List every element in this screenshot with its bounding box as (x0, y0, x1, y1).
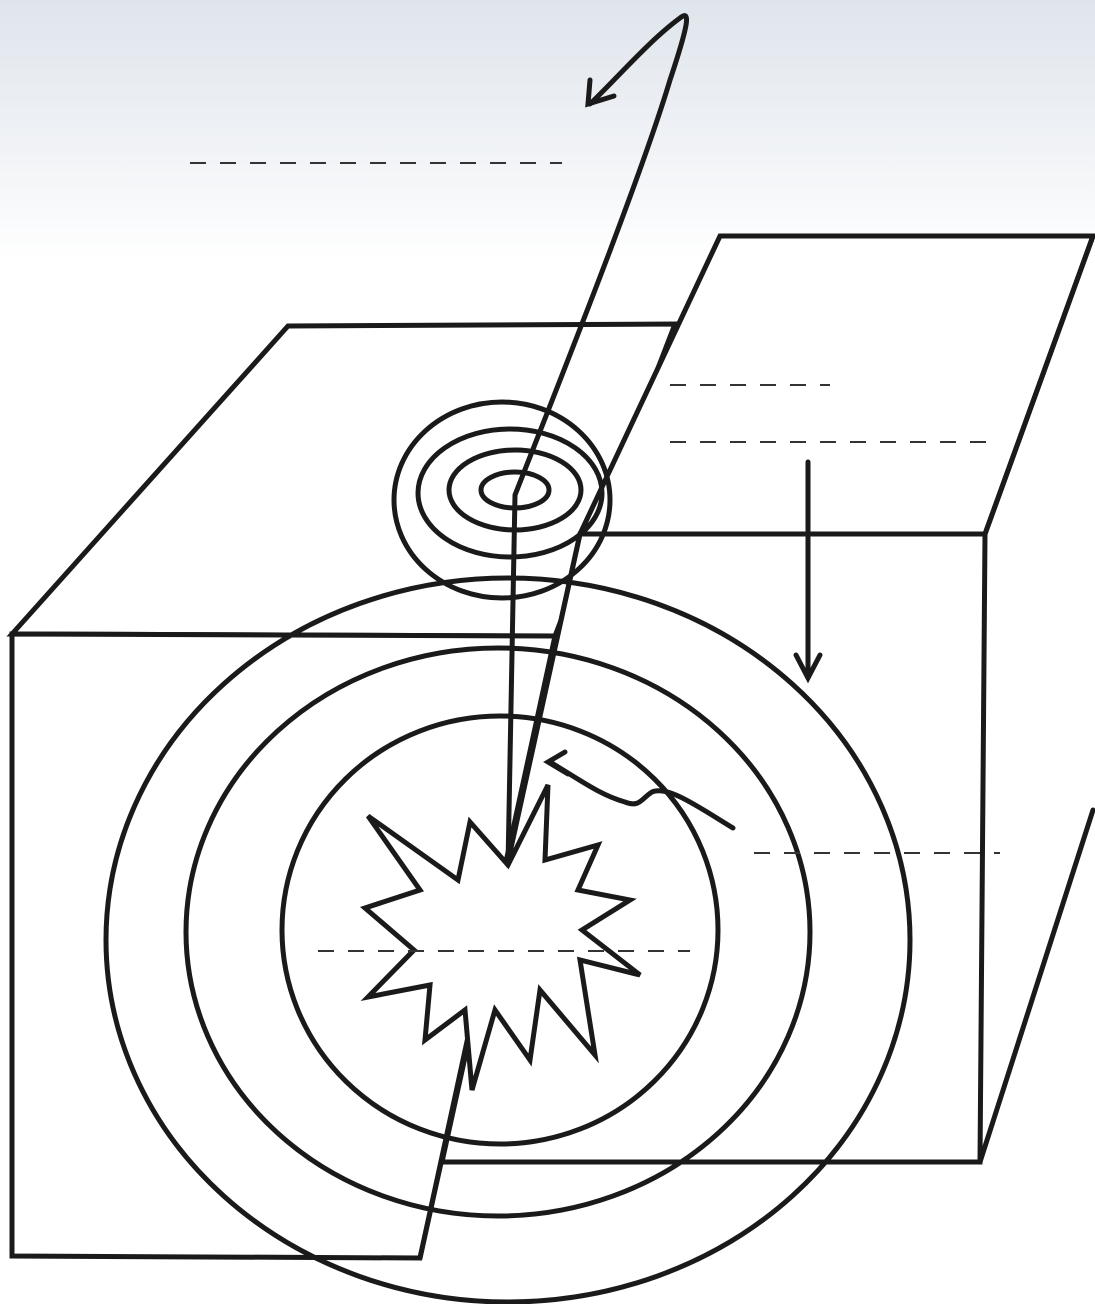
seismic-wave-circle-outer (103, 575, 913, 1304)
displacement-arrow-head (793, 652, 823, 684)
focus-pointer-arrow-head (543, 749, 571, 777)
surface-wave-rings (391, 399, 613, 601)
epicenter-arrow-line (505, 13, 690, 868)
seismic-wave-circles (103, 575, 913, 1304)
right-block-top-face (576, 233, 1095, 537)
label-leader-lines (190, 162, 1000, 952)
epicenter-arrow-head (585, 77, 617, 108)
surface-wave-ring-4 (391, 399, 613, 601)
seismic-wave-circle-inner (279, 713, 721, 1147)
surface-wave-ring-3 (415, 426, 605, 560)
right-block-side-edge (982, 233, 1095, 537)
right-block-side-edge-lower (977, 807, 1095, 1165)
seismic-wave-circle-middle (183, 645, 813, 1219)
focus-burst-icon (359, 783, 642, 1091)
focus-pointer-arrow-line (547, 759, 736, 831)
